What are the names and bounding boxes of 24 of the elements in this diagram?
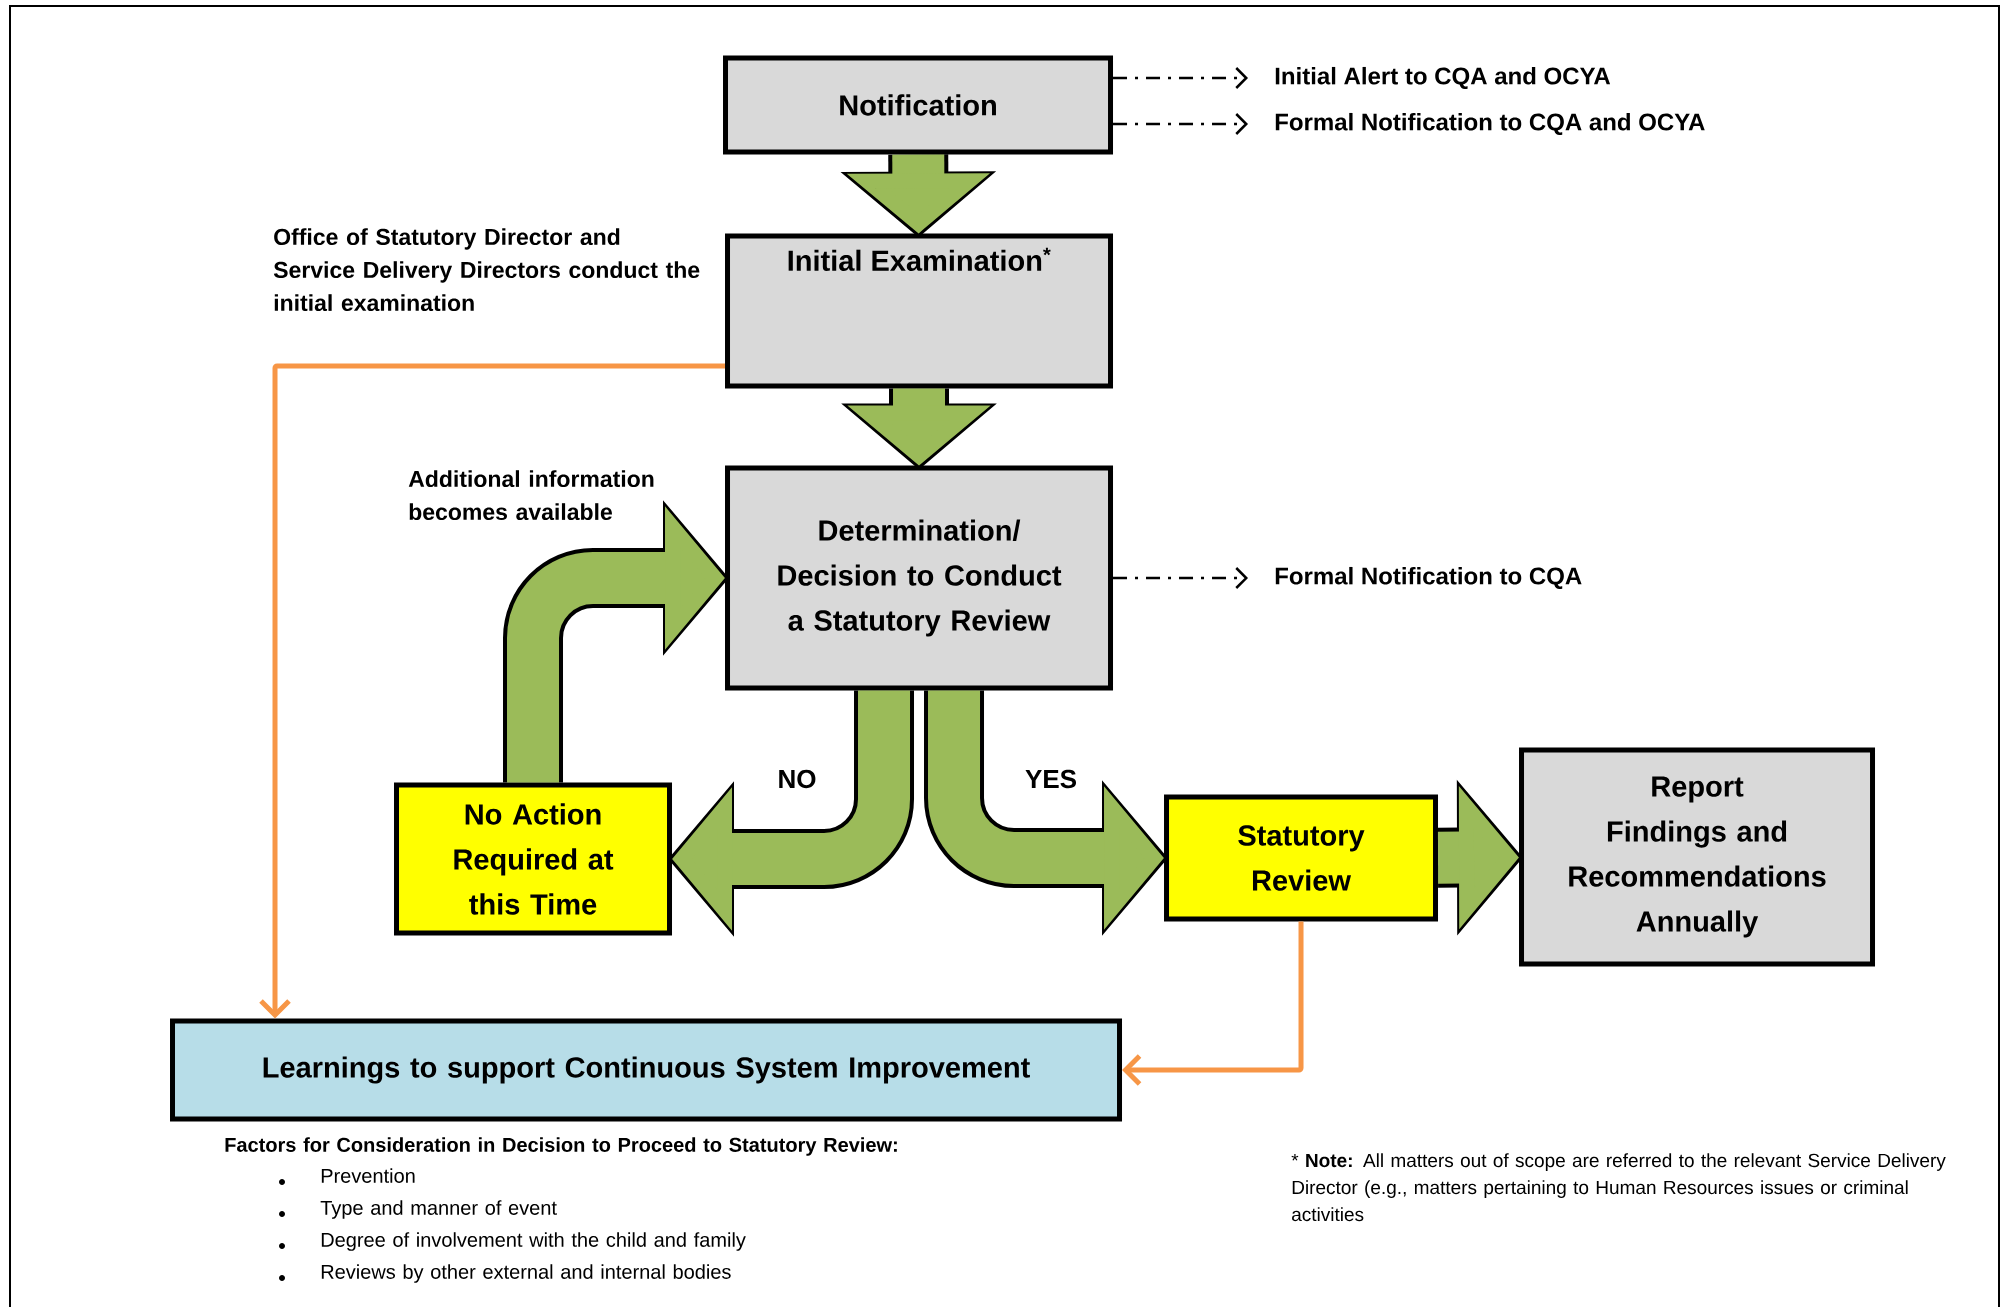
outcome-box: No Action Required at this Time [394, 782, 672, 936]
arrow [259, 363, 725, 1019]
bullet-text: Type and manner of event [320, 1200, 557, 1219]
dash-dot-arrow [1113, 113, 1248, 135]
process-box: Notification [723, 55, 1113, 155]
dash-dot-arrow [1113, 567, 1248, 589]
bullet-text: Reviews by other external and internal bodies [321, 1264, 731, 1283]
notification-text: Initial Alert to CQA and OCYA [1275, 66, 1611, 90]
edge-label: NO [779, 769, 816, 789]
bullet-text: Degree of involvement with the child and family [321, 1232, 746, 1251]
note-text: Office of Statutory Director and Service Delivery Directors conduct the initial examination [273, 228, 700, 312]
outcome-box: Statutory Review [1164, 794, 1438, 922]
dash-dot-arrow [1113, 67, 1248, 89]
note-text: Additional information becomes available [408, 470, 654, 521]
notification-text: Formal Notification to CQA [1275, 566, 1582, 590]
footnote-text: *Note: All matters out of scope are referred to the relevant Service Delivery Director (e.g., matters pertaining to Human Resources issues or criminal activities [1291, 1153, 1946, 1222]
process-box: Determination/ Decision to Conduct a Statutory Review [725, 465, 1113, 691]
outcome-banner: Learnings to support Continuous System Improvement [170, 1018, 1122, 1122]
edge-label: YES [1025, 769, 1076, 789]
notification-text: Formal Notification to CQA and OCYA [1275, 112, 1705, 136]
process-box: Report Findings and Recommendations Annually [1519, 747, 1875, 967]
bullet-text: Prevention [321, 1168, 415, 1183]
arrow [1122, 921, 1304, 1086]
process-box: Initial Examination$^{*}$ [725, 233, 1113, 389]
